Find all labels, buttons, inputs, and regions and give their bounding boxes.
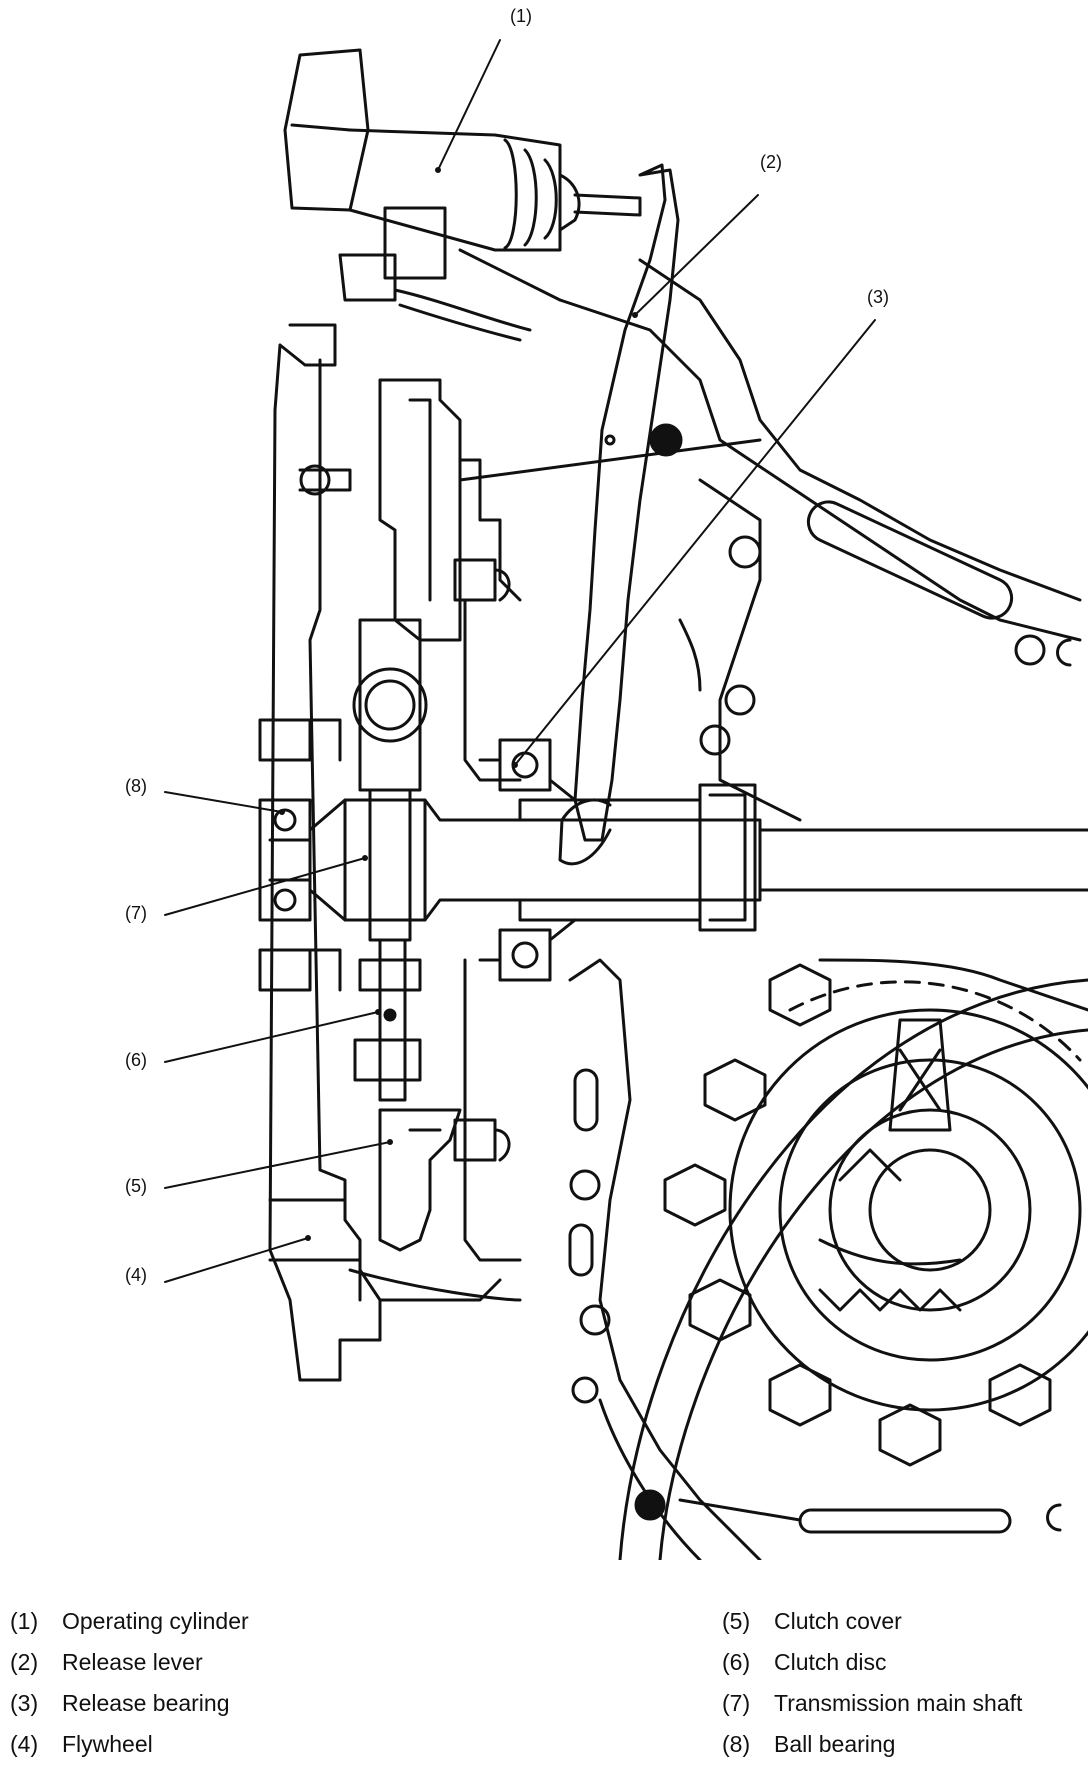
legend-label: Clutch disc bbox=[774, 1649, 887, 1675]
legend-number: (2) bbox=[10, 1649, 39, 1675]
legend-item: (2) Release lever bbox=[10, 1649, 249, 1690]
legend-label: Transmission main shaft bbox=[774, 1690, 1023, 1716]
legend-item: (6) Clutch disc bbox=[722, 1649, 1022, 1690]
legend: (1) Operating cylinder (2) Release lever (… bbox=[0, 1608, 1088, 1768]
clutch-assembly-drawing bbox=[164, 39, 1088, 1560]
callout-3: (3) bbox=[867, 287, 889, 307]
callout-7: (7) bbox=[125, 903, 147, 923]
legend-label: Release lever bbox=[62, 1649, 203, 1675]
legend-right-column: (5) Clutch cover (6) Clutch disc (7) Transm… bbox=[722, 1608, 1022, 1772]
legend-label: Operating cylinder bbox=[62, 1608, 249, 1634]
callout-6: (6) bbox=[125, 1050, 147, 1070]
callout-dots bbox=[279, 167, 638, 1241]
clutch-disc bbox=[352, 618, 428, 1102]
legend-label: Release bearing bbox=[62, 1690, 230, 1716]
transmission-main-shaft bbox=[308, 783, 1088, 932]
legend-number: (3) bbox=[10, 1690, 39, 1716]
legend-item: (8) Ball bearing bbox=[722, 1731, 1022, 1772]
callout-8: (8) bbox=[125, 776, 147, 796]
transmission-housing bbox=[458, 248, 1082, 822]
release-lever bbox=[558, 163, 680, 866]
callout-4: (4) bbox=[125, 1265, 147, 1285]
legend-item: (3) Release bearing bbox=[10, 1690, 249, 1731]
gear-bolts bbox=[663, 963, 1052, 1467]
legend-number: (7) bbox=[722, 1690, 751, 1716]
lower-housing bbox=[568, 958, 1062, 1560]
legend-item: (4) Flywheel bbox=[10, 1731, 249, 1772]
legend-number: (1) bbox=[10, 1608, 39, 1634]
legend-label: Flywheel bbox=[62, 1731, 153, 1757]
legend-number: (8) bbox=[722, 1731, 751, 1757]
legend-number: (4) bbox=[10, 1731, 39, 1757]
legend-item: (1) Operating cylinder bbox=[10, 1608, 249, 1649]
legend-item: (5) Clutch cover bbox=[722, 1608, 1022, 1649]
callout-5: (5) bbox=[125, 1176, 147, 1196]
legend-label: Clutch cover bbox=[774, 1608, 902, 1634]
legend-left-column: (1) Operating cylinder (2) Release lever (… bbox=[10, 1608, 249, 1772]
legend-item: (7) Transmission main shaft bbox=[722, 1690, 1022, 1731]
ball-bearing bbox=[258, 798, 312, 922]
legend-number: (5) bbox=[722, 1608, 751, 1634]
callout-1: (1) bbox=[510, 6, 532, 26]
legend-label: Ball bearing bbox=[774, 1731, 896, 1757]
callout-leaders bbox=[164, 39, 876, 1283]
legend-number: (6) bbox=[722, 1649, 751, 1675]
clutch-cover bbox=[348, 378, 522, 1302]
flywheel bbox=[258, 323, 382, 1382]
callout-2: (2) bbox=[760, 152, 782, 172]
operating-cylinder bbox=[283, 48, 642, 342]
differential-gear bbox=[618, 958, 1088, 1560]
